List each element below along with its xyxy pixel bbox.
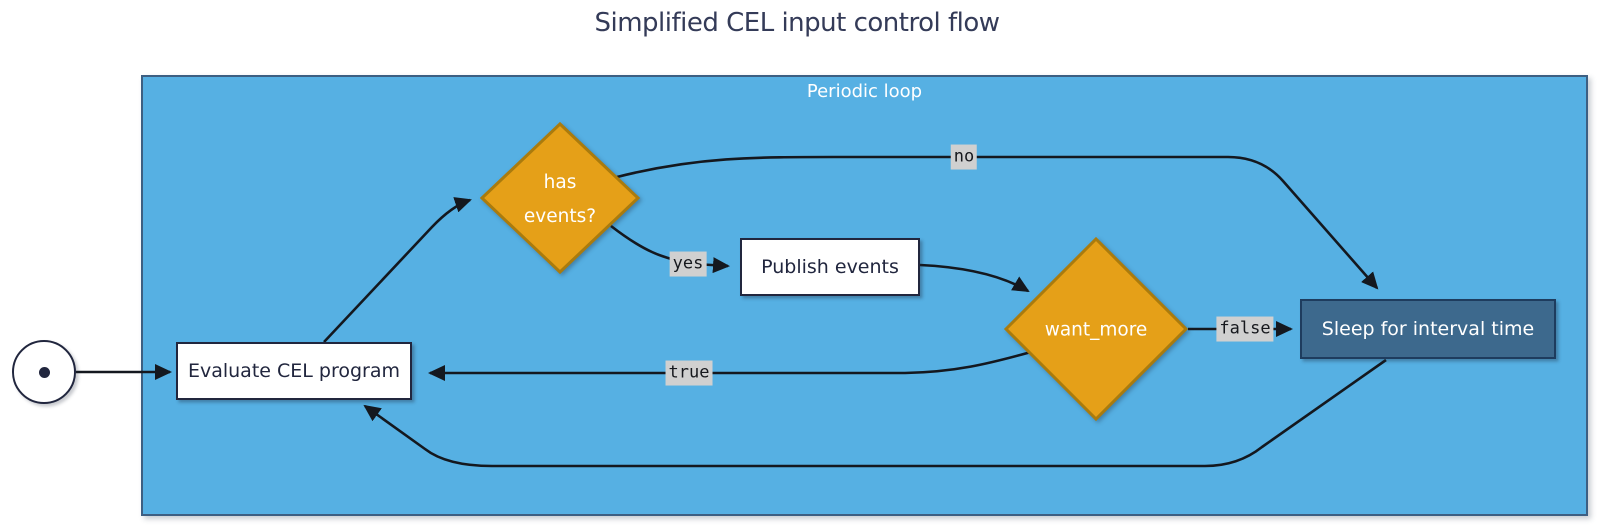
- edge-label-no: no: [950, 144, 978, 170]
- edge-label-yes: yes: [669, 251, 707, 277]
- edge-want-more-true-to-evaluate: [428, 350, 1032, 381]
- evaluate-cel-program-label: Evaluate CEL program: [187, 360, 401, 382]
- sleep-node: Sleep for interval time: [1300, 299, 1556, 359]
- want-more-label-text: want_more: [1044, 319, 1148, 341]
- has-events-label-line2: events?: [523, 206, 597, 227]
- want-more-diamond-shape: [1003, 236, 1189, 422]
- edge-sleep-loop-to-evaluate: [363, 358, 1387, 468]
- edge-label-false: false: [1216, 316, 1274, 342]
- publish-events-label: Publish events: [761, 256, 899, 278]
- edge-has-events-no-to-sleep: [616, 155, 1379, 290]
- evaluate-cel-program-node: Evaluate CEL program: [176, 342, 412, 400]
- periodic-loop-label: Periodic loop: [806, 81, 923, 102]
- has-events-decision: has events?: [524, 166, 596, 234]
- start-node: [12, 340, 76, 404]
- want-more-decision: want_more: [1045, 320, 1148, 341]
- edge-evaluate-to-has-events: [323, 197, 472, 343]
- publish-events-node: Publish events: [740, 238, 920, 296]
- has-events-label-line1: has: [543, 172, 577, 193]
- sleep-label: Sleep for interval time: [1321, 318, 1535, 340]
- diagram-title: Simplified CEL input control flow: [594, 8, 1000, 38]
- start-dot-icon: [38, 366, 50, 378]
- edge-publish-to-want-more: [919, 263, 1030, 293]
- edge-label-true: true: [665, 360, 713, 386]
- has-events-diamond-shape: [479, 121, 641, 275]
